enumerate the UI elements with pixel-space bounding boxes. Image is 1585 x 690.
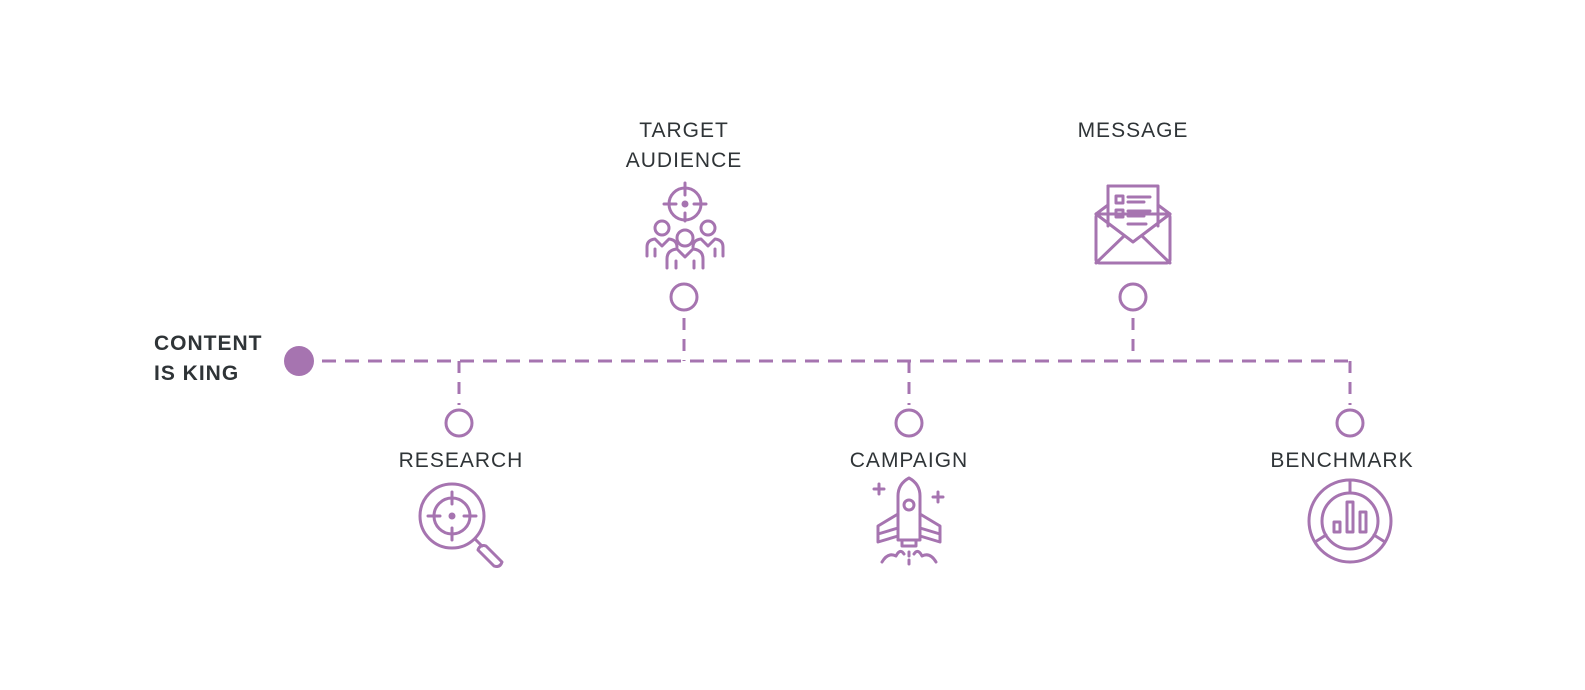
campaign-line1: CAMPAIGN: [849, 449, 969, 472]
root-label-line2: IS KING: [154, 362, 240, 385]
donut-bar-chart-icon: [1305, 476, 1395, 566]
message-line1: MESSAGE: [1077, 119, 1189, 142]
node-circle-research: [444, 408, 474, 438]
node-label-message: MESSAGE: [1013, 116, 1253, 146]
audience-target-icon: [639, 181, 729, 271]
rocket-icon: [864, 476, 954, 566]
benchmark-line1: BENCHMARK: [1270, 449, 1414, 472]
root-label-line1: CONTENT: [154, 332, 263, 355]
node-label-research: RESEARCH: [341, 446, 581, 476]
root-label: CONTENT IS KING: [154, 329, 263, 389]
node-circle-target-audience: [669, 282, 699, 312]
target-audience-line1: TARGET: [639, 119, 729, 142]
magnifier-target-icon: [414, 478, 504, 568]
node-circle-message: [1118, 282, 1148, 312]
root-dot: [284, 346, 314, 376]
node-label-target-audience: TARGET AUDIENCE: [564, 116, 804, 176]
node-label-campaign: CAMPAIGN: [789, 446, 1029, 476]
node-circle-campaign: [894, 408, 924, 438]
node-circle-benchmark: [1335, 408, 1365, 438]
target-audience-line2: AUDIENCE: [625, 149, 743, 172]
research-line1: RESEARCH: [398, 449, 524, 472]
envelope-message-icon: [1088, 180, 1178, 270]
node-label-benchmark: BENCHMARK: [1222, 446, 1462, 476]
